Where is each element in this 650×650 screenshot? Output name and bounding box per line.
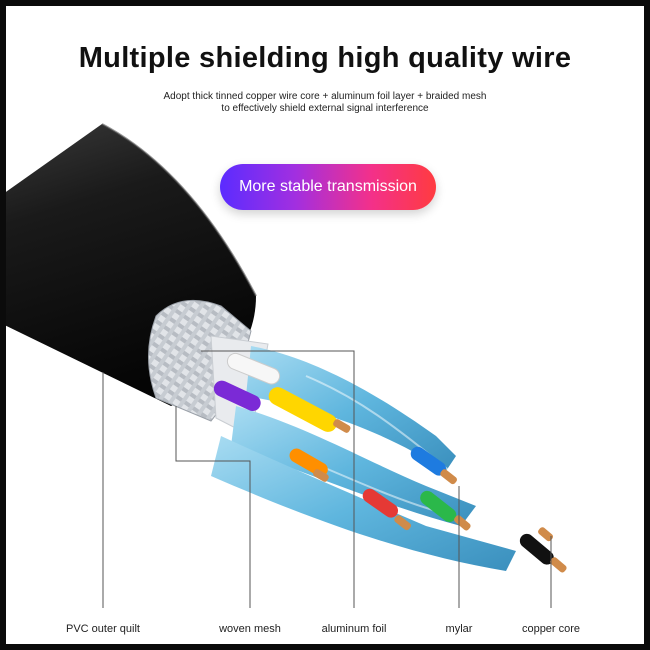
subtitle-line-1: Adopt thick tinned copper wire core + al… xyxy=(163,91,487,102)
label-mylar: mylar xyxy=(445,623,473,635)
label-pvc-outer-quilt: PVC outer quilt xyxy=(66,623,140,635)
callout-lines xyxy=(102,350,552,608)
conductor-purple xyxy=(213,380,261,412)
conductor-white xyxy=(226,352,281,385)
copper-cores xyxy=(313,419,567,573)
conductor-blue xyxy=(410,446,447,476)
label-aluminum-foil: aluminum foil xyxy=(321,623,387,635)
label-woven-mesh: woven mesh xyxy=(219,623,281,635)
conductor-green xyxy=(420,490,457,523)
subtitle-line-2: to effectively shield external signal in… xyxy=(221,103,429,114)
label-copper-core: copper core xyxy=(521,623,581,635)
conductor-black xyxy=(519,533,554,565)
twisted-pairs xyxy=(211,346,516,571)
conductor-red xyxy=(362,488,399,518)
headline: Multiple shielding high quality wire xyxy=(78,42,572,74)
product-banner: Multiple shielding high quality wire Ado… xyxy=(6,6,644,644)
cable-illustration xyxy=(6,123,567,608)
stable-transmission-badge: More stable transmission xyxy=(220,164,436,210)
conductor-yellow xyxy=(268,387,338,432)
